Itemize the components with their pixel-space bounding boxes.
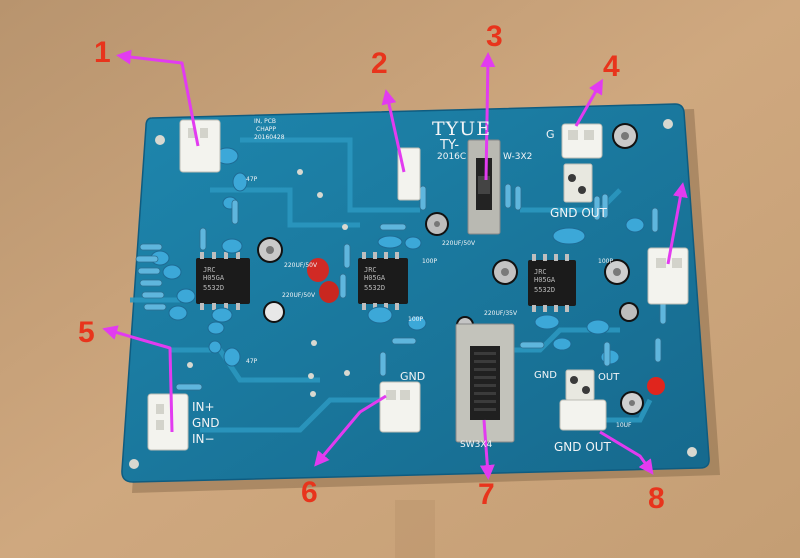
pad-block-bottom bbox=[565, 369, 595, 401]
label-out8: GND OUT bbox=[554, 440, 611, 454]
chip-2-lot: H05GA bbox=[364, 274, 386, 282]
chip-2-code: 5532D bbox=[364, 284, 386, 292]
callout-number-5: 5 bbox=[78, 316, 95, 349]
arrow-2 bbox=[381, 89, 406, 173]
ic-chip-1 bbox=[196, 252, 250, 310]
arrow-3 bbox=[480, 52, 496, 181]
pcb-note-line-2: CHAPP bbox=[256, 126, 277, 133]
brand-label: TYUE bbox=[432, 118, 492, 140]
pcb-note-line-3: 20160428 bbox=[254, 134, 285, 141]
cap-label-1: 220UF/50V bbox=[284, 262, 318, 269]
switch-bottom-code-label: SW3X4 bbox=[460, 440, 493, 450]
cap-label-10: 220UF/50V bbox=[442, 240, 476, 247]
label-input-gnd: GND bbox=[192, 416, 220, 430]
chip-3-code: 5532D bbox=[534, 286, 556, 294]
label-out-top: G bbox=[546, 128, 555, 141]
model-label: TY- bbox=[440, 138, 460, 153]
label-out-mid: OUT bbox=[598, 372, 620, 383]
callout-number-1: 1 bbox=[94, 36, 111, 69]
switch-top bbox=[467, 139, 501, 235]
callout-number-3: 3 bbox=[486, 20, 503, 53]
arrow-7 bbox=[479, 419, 495, 480]
ic-chip-3 bbox=[528, 254, 576, 312]
label-out4: GND OUT bbox=[550, 206, 607, 220]
label-in-plus: IN+ bbox=[192, 400, 215, 414]
cap-label-8: 47P bbox=[246, 176, 258, 183]
pad-block-top bbox=[563, 163, 593, 203]
callout-number-6: 6 bbox=[301, 476, 318, 509]
arrow-6 bbox=[314, 394, 387, 467]
label-gnd6: GND bbox=[400, 370, 426, 383]
cap-label-4: 100P bbox=[408, 316, 424, 323]
cap-label-2: 220UF/50V bbox=[282, 292, 316, 299]
callout-number-7: 7 bbox=[478, 478, 495, 511]
arrow-right-connector bbox=[666, 182, 688, 265]
chip-1-brand: JRC bbox=[203, 266, 216, 274]
red-components bbox=[307, 258, 665, 395]
connector-5 bbox=[147, 393, 189, 451]
connector-4 bbox=[561, 123, 603, 159]
label-gnd-mid: GND bbox=[534, 370, 557, 381]
arrow-1 bbox=[116, 49, 200, 147]
pcb-note-line-1: IN, PCB bbox=[254, 118, 276, 125]
pcb-board bbox=[121, 103, 710, 483]
date-code-label: 2016C bbox=[437, 152, 467, 162]
resistors bbox=[135, 183, 667, 391]
callout-arrows bbox=[102, 49, 688, 480]
cap-label-9: 47P bbox=[246, 358, 258, 365]
connector-2 bbox=[397, 147, 421, 201]
cap-label-5: 220UF/35V bbox=[484, 310, 518, 317]
label-in-minus: IN− bbox=[192, 432, 215, 446]
switch-bottom bbox=[455, 323, 515, 443]
switch-top-code-label: W-3X2 bbox=[503, 152, 533, 162]
cap-label-3: 100P bbox=[422, 258, 438, 265]
chip-3-brand: JRC bbox=[534, 268, 547, 276]
chip-1-lot: H05GA bbox=[203, 274, 225, 282]
chip-2-brand: JRC bbox=[364, 266, 377, 274]
ic-chip-2 bbox=[358, 252, 408, 310]
callout-number-4: 4 bbox=[603, 50, 620, 83]
callout-number-8: 8 bbox=[648, 482, 665, 515]
chip-3-lot: H05GA bbox=[534, 276, 556, 284]
connector-6 bbox=[379, 381, 421, 433]
arrow-5 bbox=[102, 325, 174, 433]
arrow-4 bbox=[574, 78, 603, 127]
pcb-pads bbox=[129, 119, 697, 469]
arrow-8 bbox=[599, 430, 654, 475]
cap-label-6: 100P bbox=[598, 258, 614, 265]
chip-1-code: 5532D bbox=[203, 284, 225, 292]
callout-number-2: 2 bbox=[371, 47, 388, 80]
cap-label-7: 10UF bbox=[616, 422, 632, 429]
connector-1 bbox=[179, 119, 221, 173]
ceramic-capacitors bbox=[150, 147, 645, 367]
connector-8 bbox=[559, 399, 607, 431]
